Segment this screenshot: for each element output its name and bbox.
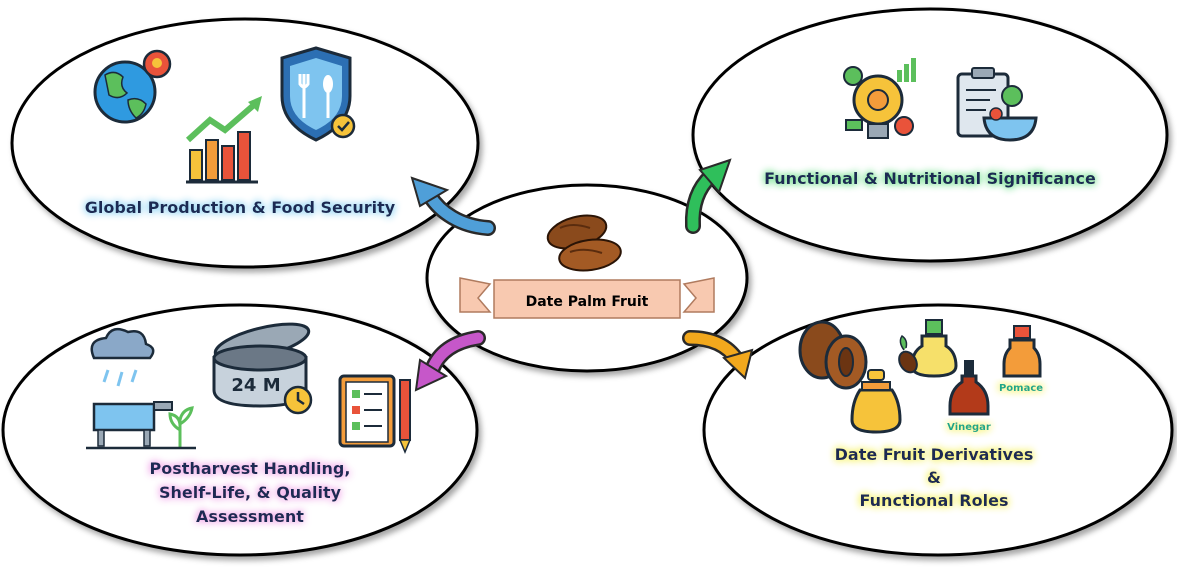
postharvest-node-title: Postharvest Handling, Shelf-Life, & Qual…: [150, 459, 351, 526]
oil-bottle-icon: [898, 319, 958, 378]
arrow-to-derivatives: [682, 330, 754, 380]
svg-text:Functional Roles: Functional Roles: [860, 491, 1009, 510]
can-shelf-life-icon: [212, 322, 313, 415]
center-node-ellipse: [425, 183, 749, 373]
pomace-bottle-icon: [1002, 325, 1042, 378]
svg-text:Assessment: Assessment: [196, 507, 304, 526]
globe-location-icon: [93, 49, 172, 124]
vinegar-bottle-icon: [948, 360, 990, 416]
clipboard-food-bowl-icon: [956, 67, 1038, 142]
center-title: Date Palm Fruit: [526, 294, 649, 310]
dates-icon: [546, 214, 622, 272]
vinegar-label: Vinegar: [947, 422, 991, 433]
arrow-to-global: [410, 176, 496, 236]
arrow-to-postharvest: [414, 330, 486, 392]
shield-cutlery-icon: [280, 46, 356, 142]
lightbulb-gear-icon: [843, 58, 916, 139]
shelf-life-label: 24 M: [231, 375, 280, 396]
rain-irrigation-icon: [86, 327, 196, 450]
date-fruit-icon: [798, 320, 868, 390]
svg-text:Date Fruit Derivatives: Date Fruit Derivatives: [835, 445, 1034, 464]
postharvest-node-ellipse: [1, 303, 479, 557]
global-node-title: Global Production & Food Security: [85, 198, 396, 217]
functional-node-title: Functional & Nutritional Significance: [764, 169, 1096, 188]
svg-text:&: &: [927, 468, 941, 487]
pomace-label: Pomace: [999, 383, 1043, 394]
arrow-to-functional: [684, 158, 732, 234]
title-ribbon: [459, 277, 715, 319]
svg-text:Shelf-Life, & Quality: Shelf-Life, & Quality: [159, 483, 342, 502]
svg-text:Postharvest Handling,: Postharvest Handling,: [150, 459, 351, 478]
functional-node-ellipse: [691, 7, 1169, 263]
quality-checklist-icon: [338, 374, 412, 454]
derivatives-node-title: Date Fruit Derivatives & Functional Role…: [835, 445, 1034, 510]
honey-syrup-jar-icon: [850, 369, 902, 434]
rising-bar-chart-icon: [185, 96, 262, 184]
